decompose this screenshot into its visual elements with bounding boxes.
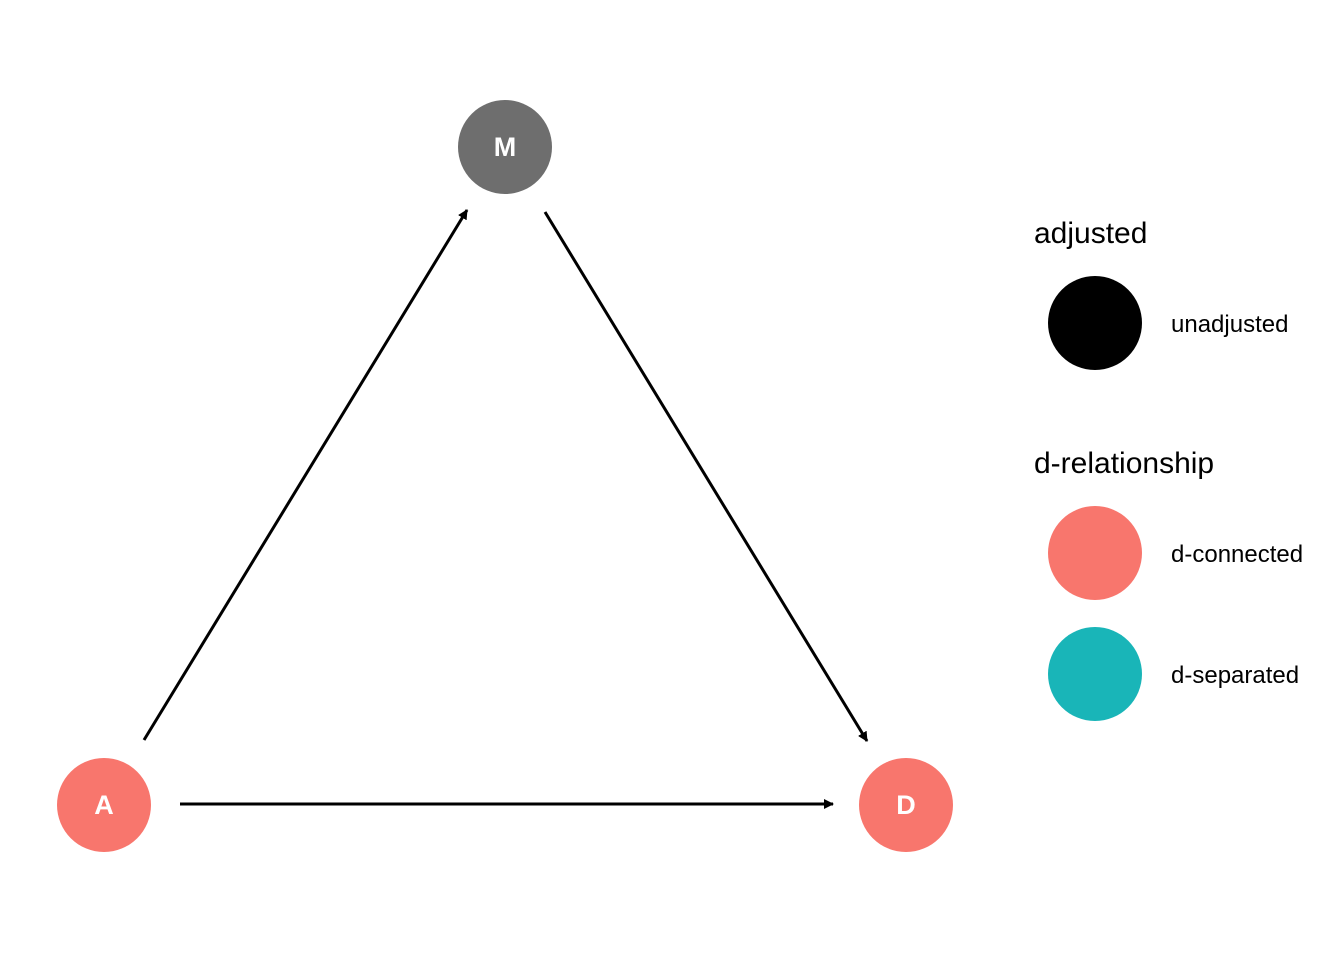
- node-a-circle: [57, 758, 151, 852]
- node-a-label: A: [94, 790, 114, 820]
- legend-unadjusted-key: [1048, 276, 1142, 370]
- node-m-circle: [458, 100, 552, 194]
- legend: adjusted unadjusted d-relationship d-con…: [1034, 217, 1303, 721]
- legend-adjusted-title: adjusted: [1034, 217, 1147, 250]
- edges: [142, 209, 869, 809]
- legend-d-connected-label: d-connected: [1171, 541, 1303, 568]
- legend-unadjusted-label: unadjusted: [1171, 311, 1288, 338]
- legend-d-connected-key: [1048, 506, 1142, 600]
- node-m-label: M: [494, 132, 517, 162]
- edge-a-to-m: [142, 209, 469, 741]
- legend-d-relationship-title: d-relationship: [1034, 447, 1214, 480]
- legend-d-separated-label: d-separated: [1171, 662, 1299, 689]
- legend-d-relationship: d-relationship d-connected d-separated: [1034, 447, 1303, 721]
- legend-d-separated-key: [1048, 627, 1142, 721]
- legend-adjusted: adjusted unadjusted: [1034, 217, 1288, 370]
- node-a: A: [57, 758, 151, 852]
- node-m: M: [458, 100, 552, 194]
- node-d-label: D: [896, 790, 916, 820]
- node-d: D: [859, 758, 953, 852]
- node-d-circle: [859, 758, 953, 852]
- edge-m-to-d: [543, 211, 869, 742]
